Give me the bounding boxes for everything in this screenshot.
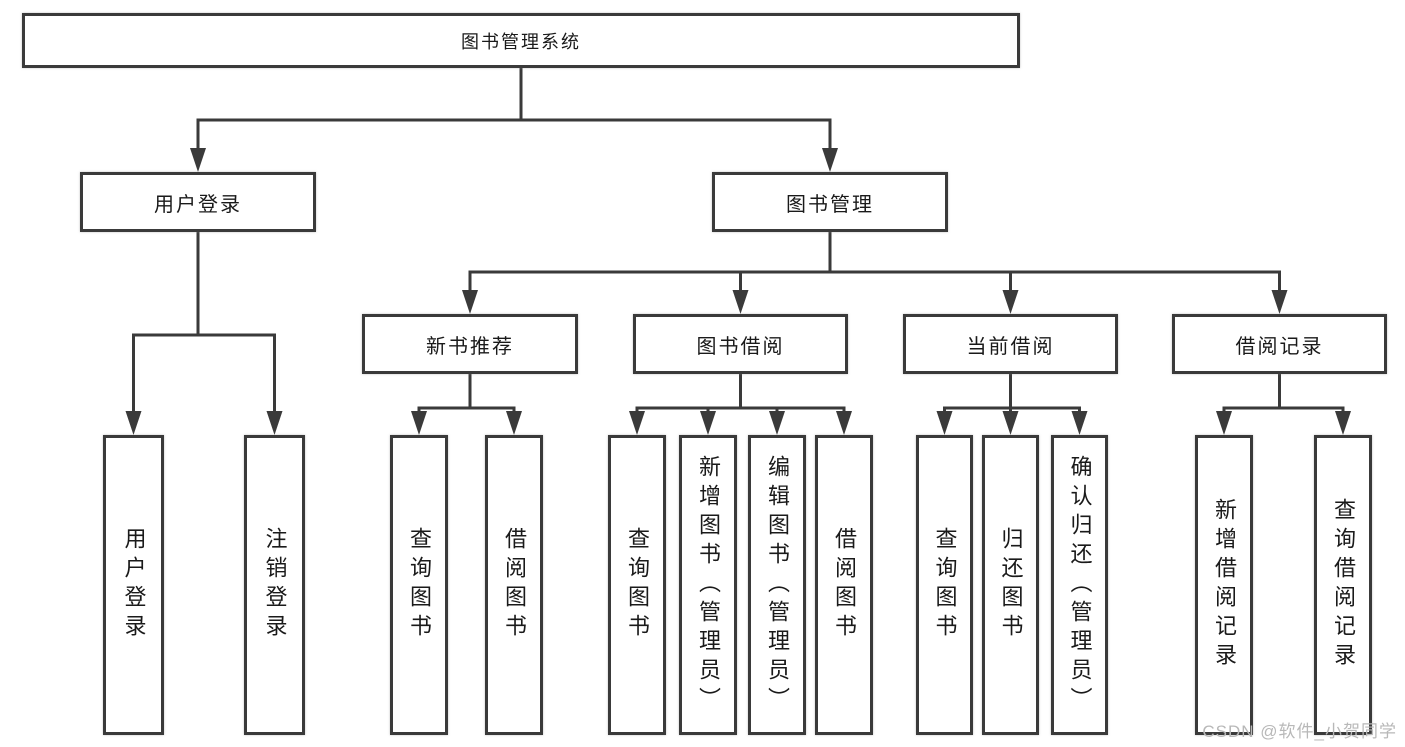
arrowhead-icon	[936, 411, 953, 435]
node-label-leaf-bw-edit: 编辑图书（管理员）	[765, 454, 790, 716]
node-label-book-mgmt: 图书管理	[786, 193, 874, 216]
node-label-root: 图书管理系统	[461, 31, 581, 52]
node-label-leaf-bw-borrow: 借阅图书	[832, 527, 857, 643]
arrowhead-icon	[1271, 290, 1288, 314]
arrowhead-icon	[700, 411, 716, 435]
node-label-book-borrow: 图书借阅	[696, 335, 785, 358]
node-leaf-nb-query: 查询图书	[390, 435, 448, 735]
arrowhead-icon	[1071, 411, 1088, 435]
arrowhead-icon	[822, 148, 838, 172]
node-label-new-books: 新书推荐	[426, 335, 514, 358]
node-label-leaf-nb-borrow: 借阅图书	[502, 527, 527, 643]
node-leaf-nb-borrow: 借阅图书	[485, 435, 543, 735]
node-leaf-rec-add: 新增借阅记录	[1195, 435, 1253, 735]
node-label-user-login: 用户登录	[154, 193, 242, 216]
node-leaf-rec-query: 查询借阅记录	[1314, 435, 1372, 735]
node-root: 图书管理系统	[22, 13, 1020, 68]
node-label-current-borrow: 当前借阅	[966, 335, 1055, 358]
node-label-borrow-records: 借阅记录	[1235, 335, 1324, 358]
arrowhead-icon	[1002, 411, 1019, 435]
node-leaf-bw-add: 新增图书（管理员）	[679, 435, 737, 735]
node-leaf-cur-return: 归还图书	[982, 435, 1039, 735]
arrowhead-icon	[125, 411, 142, 435]
arrowhead-icon	[411, 411, 427, 435]
node-label-leaf-rec-add: 新增借阅记录	[1212, 498, 1237, 672]
node-label-leaf-bw-add: 新增图书（管理员）	[696, 454, 721, 716]
watermark: CSDN @软件_小贺同学	[1202, 722, 1397, 741]
node-user-login: 用户登录	[80, 172, 316, 232]
node-leaf-logout: 注销登录	[244, 435, 305, 735]
node-leaf-cur-query: 查询图书	[916, 435, 973, 735]
node-borrow-records: 借阅记录	[1172, 314, 1387, 374]
node-new-books: 新书推荐	[362, 314, 578, 374]
node-book-mgmt: 图书管理	[712, 172, 948, 232]
node-current-borrow: 当前借阅	[903, 314, 1118, 374]
node-label-leaf-cur-return: 归还图书	[998, 527, 1024, 643]
node-label-leaf-cur-query: 查询图书	[932, 527, 958, 643]
arrowhead-icon	[1335, 411, 1351, 435]
node-label-leaf-nb-query: 查询图书	[407, 527, 432, 643]
arrowhead-icon	[462, 290, 478, 314]
node-leaf-bw-edit: 编辑图书（管理员）	[748, 435, 806, 735]
node-label-leaf-user-login: 用户登录	[121, 527, 147, 643]
node-leaf-bw-borrow: 借阅图书	[815, 435, 873, 735]
arrowhead-icon	[732, 290, 749, 314]
arrowhead-icon	[266, 411, 283, 435]
node-label-leaf-logout: 注销登录	[262, 527, 288, 643]
arrowhead-icon	[1216, 411, 1232, 435]
node-leaf-user-login: 用户登录	[103, 435, 164, 735]
arrowhead-icon	[629, 411, 645, 435]
node-leaf-bw-query: 查询图书	[608, 435, 666, 735]
arrowhead-icon	[836, 411, 852, 435]
arrowhead-icon	[769, 411, 785, 435]
node-label-leaf-cur-confirm: 确认归还（管理员）	[1067, 454, 1093, 716]
arrowhead-icon	[1002, 290, 1019, 314]
node-leaf-cur-confirm: 确认归还（管理员）	[1051, 435, 1108, 735]
node-book-borrow: 图书借阅	[633, 314, 848, 374]
arrowhead-icon	[506, 411, 522, 435]
node-label-leaf-rec-query: 查询借阅记录	[1331, 498, 1356, 672]
node-label-leaf-bw-query: 查询图书	[625, 527, 650, 643]
arrowhead-icon	[190, 148, 206, 172]
